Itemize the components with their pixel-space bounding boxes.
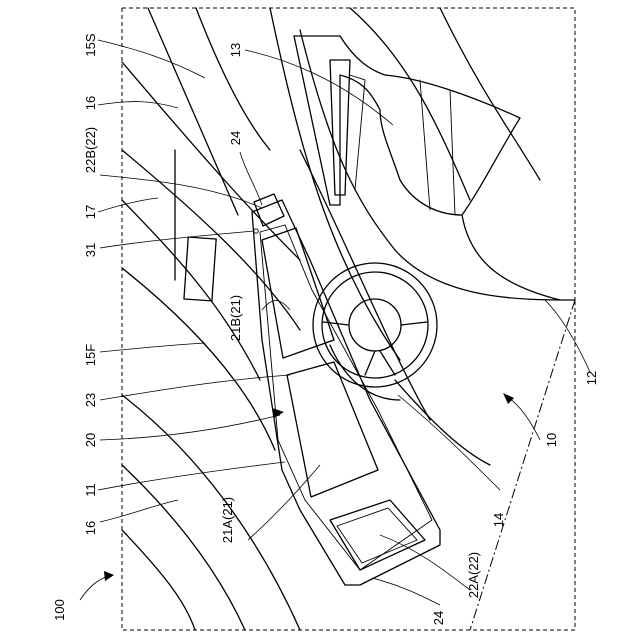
label-31: 31 — [83, 243, 98, 257]
dashboard-inner-curve — [350, 8, 470, 200]
steering-wheel-hub — [349, 299, 401, 351]
lower-pillar-curve-b — [122, 530, 195, 630]
label-23: 23 — [83, 393, 98, 407]
label-16-lower: 16 — [83, 521, 98, 535]
label-100: 100 — [52, 599, 67, 621]
label-16-upper: 16 — [83, 96, 98, 110]
leader-17 — [98, 198, 158, 212]
console-vent-right — [350, 75, 365, 190]
leader-15S — [98, 40, 205, 78]
leader-21A — [248, 465, 320, 540]
steering-wheel-spoke-bottom-r — [380, 351, 395, 375]
leader-12 — [545, 300, 590, 372]
label-21A: 21A(21) — [220, 497, 235, 543]
steering-wheel-spoke-right — [401, 322, 427, 325]
steering-wheel-spoke-bottom — [365, 351, 375, 375]
label-22A: 22A(22) — [466, 552, 481, 598]
leader-22A — [380, 535, 470, 590]
leader-13 — [245, 50, 393, 125]
arrow-20-head — [272, 408, 284, 418]
dashboard-top-edge — [300, 30, 575, 300]
steering-column — [330, 345, 400, 400]
console-detail-2 — [450, 90, 455, 215]
label-15F: 15F — [83, 344, 98, 366]
dashboard-lower-line — [395, 380, 490, 465]
leader-20 — [100, 415, 280, 440]
label-10: 10 — [544, 433, 559, 447]
label-17: 17 — [83, 205, 98, 219]
steering-wheel-spoke-left — [323, 322, 349, 325]
leader-14 — [398, 395, 500, 490]
arrow-10-head — [503, 393, 514, 404]
sensor-31 — [254, 229, 258, 233]
leader-24b — [372, 578, 440, 605]
label-22B: 22B(22) — [83, 127, 98, 173]
side-window-sill — [122, 200, 260, 380]
leader-16a — [98, 102, 178, 108]
leader-31 — [100, 231, 254, 248]
label-15S: 15S — [83, 33, 98, 56]
dashboard-far-curve — [440, 8, 540, 180]
label-11: 11 — [83, 483, 98, 497]
label-14: 14 — [491, 513, 506, 527]
leader-24a — [240, 152, 262, 205]
door-mirror — [184, 237, 216, 301]
arrow-100-head — [104, 571, 114, 581]
label-24-upper: 24 — [228, 131, 243, 145]
console-detail-1 — [420, 80, 430, 210]
lower-pillar-curve-c — [122, 395, 300, 630]
leader-23 — [100, 375, 290, 400]
pillar-inner-curve — [196, 8, 270, 150]
label-21B: 21B(21) — [228, 295, 243, 341]
front-pillar-curve — [122, 268, 275, 450]
label-24-lower: 24 — [431, 611, 446, 625]
windshield-lower-curve — [122, 62, 300, 260]
dashboard-right-surface — [462, 215, 560, 300]
label-20: 20 — [83, 433, 98, 447]
leader-11 — [98, 462, 285, 490]
display-21A — [287, 362, 378, 497]
label-12: 12 — [584, 371, 599, 385]
leader-15F — [100, 343, 205, 352]
vehicle-boundary-line-12 — [470, 300, 575, 630]
label-13: 13 — [228, 43, 243, 57]
